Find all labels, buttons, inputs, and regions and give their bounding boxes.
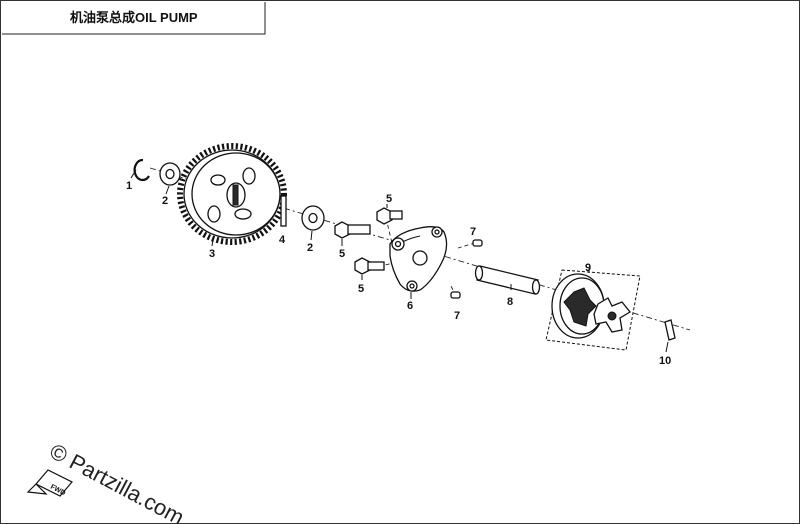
pump-cover-part-6 (389, 226, 448, 299)
callout-6: 6 (407, 300, 413, 312)
callout-8: 8 (507, 296, 513, 308)
bolt-part-5b (376, 204, 403, 225)
fwd-arrow-icon: FWD (26, 469, 73, 497)
callout-5c: 5 (358, 283, 364, 295)
callout-5b: 5 (339, 248, 345, 260)
callout-7b: 7 (454, 310, 460, 322)
callout-4: 4 (279, 234, 286, 246)
title-text: 机油泵总成OIL PUMP (70, 10, 198, 25)
washer-part-2b (301, 205, 325, 241)
callout-2a: 2 (162, 195, 168, 207)
bolt-part-5a (334, 221, 371, 246)
callout-10: 10 (659, 355, 671, 367)
dowel-part-7a (472, 239, 483, 247)
bolt-part-5c (354, 257, 385, 280)
title-box: 机油泵总成OIL PUMP (2, 2, 266, 35)
pin-part-10 (664, 319, 676, 353)
circlip-part-1 (130, 158, 150, 182)
callout-9: 9 (585, 262, 591, 274)
callout-2b: 2 (307, 242, 313, 254)
shaft-part-8 (474, 265, 541, 295)
rotor-set-part-9 (545, 268, 641, 351)
washer-part-2 (159, 162, 181, 195)
callout-3: 3 (209, 248, 215, 260)
callout-5a: 5 (386, 193, 392, 205)
drive-gear-part-3 (177, 143, 287, 247)
pin-part-4 (280, 195, 287, 227)
callout-7a: 7 (470, 226, 476, 238)
callout-1: 1 (126, 180, 132, 192)
dowel-part-7b (450, 291, 461, 299)
